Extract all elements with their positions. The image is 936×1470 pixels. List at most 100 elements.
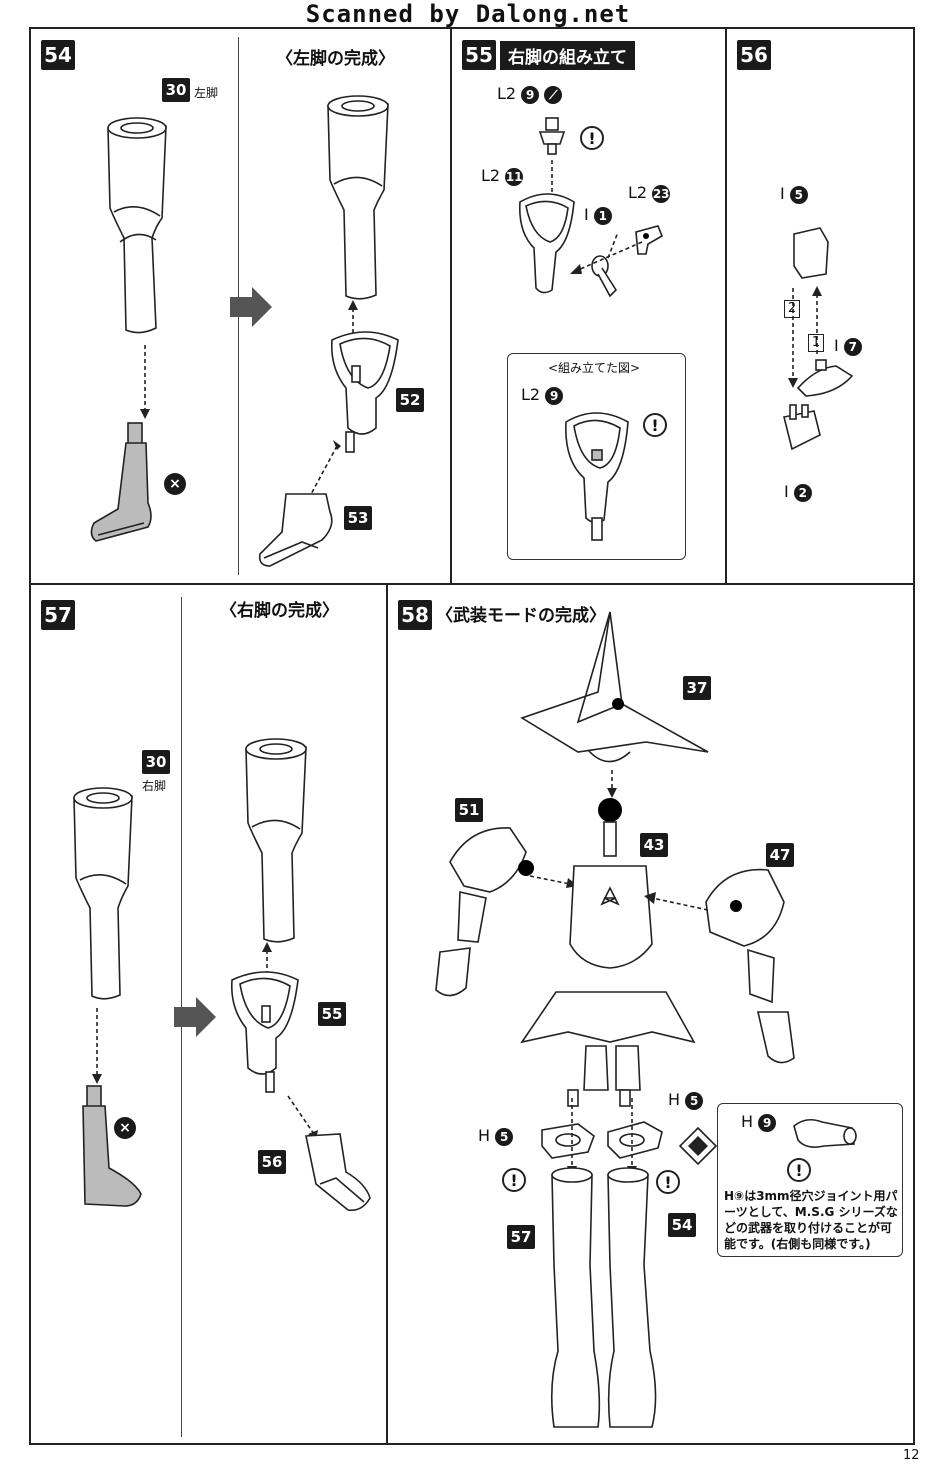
part-30-right: 30 [142, 750, 170, 774]
caution-icon-58-b: ! [656, 1170, 680, 1194]
next-arrow-57 [174, 997, 216, 1037]
step-57-title: 〈右脚の完成〉 [220, 601, 339, 621]
caution-icon-55-a: ! [580, 126, 604, 150]
step-54-title: 〈左脚の完成〉 [276, 49, 395, 69]
part-47: 47 [766, 843, 794, 867]
arm-47-art [705, 868, 795, 1064]
arm-51-art [435, 827, 534, 997]
torso-43-art [520, 798, 696, 1107]
circle-5-left: 5 [495, 1127, 514, 1146]
right-leg-label: 右脚 [142, 779, 167, 793]
assembled-view-box [507, 353, 686, 560]
caution-icon-55-b: ! [643, 413, 667, 437]
label-h-5-right: H 5 [668, 1090, 704, 1110]
step-number-54: 54 [41, 40, 75, 70]
circle-2: 2 [793, 483, 812, 502]
arrow-left-55 [570, 241, 643, 274]
label-i-1: I 1 [584, 205, 612, 225]
right-shin-55-art [230, 971, 299, 1093]
label-h-5-left: H 5 [478, 1126, 514, 1146]
part-i-7-art [796, 359, 854, 397]
left-shin-52-art [330, 331, 399, 453]
label-h-9: H 9 [741, 1112, 777, 1132]
swap-diamond-icon [678, 1126, 718, 1166]
part-52: 52 [396, 388, 424, 412]
order-box-1: 1 [808, 334, 824, 352]
arrow-up-57-a [262, 942, 272, 982]
left-foot-53-art [258, 493, 333, 567]
arrow-up-54-a [348, 300, 358, 340]
step-55-title: 右脚の組み立て [500, 41, 635, 70]
part-i-2-art [783, 404, 821, 451]
step-number-58: 58 [398, 600, 432, 630]
caution-icon-58-c: ! [787, 1158, 811, 1182]
circle-9: 9 [521, 85, 540, 104]
step-58-title: 〈武装モードの完成〉 [436, 606, 606, 626]
arrow-left-58-arm [644, 892, 709, 911]
part-53: 53 [344, 506, 372, 530]
left-thigh-complete-art [327, 95, 389, 300]
caution-icon-58-a: ! [502, 1168, 526, 1192]
part-i-5-art [793, 227, 829, 279]
part-55: 55 [318, 1002, 346, 1026]
left-thigh-art [107, 117, 167, 334]
circle-9-assembled: 9 [545, 386, 564, 405]
circle-7: 7 [843, 337, 862, 356]
right-foot-shaded-art [82, 1085, 142, 1207]
label-l2-23: L2 23 [628, 183, 671, 203]
divider-55-56 [725, 27, 727, 584]
step-number-57: 57 [41, 600, 75, 630]
arrow-down-58-head [607, 770, 617, 798]
step-number-56: 56 [737, 40, 771, 70]
part-43: 43 [640, 833, 668, 857]
divider-54-55 [450, 27, 452, 584]
circle-23: 23 [652, 184, 671, 203]
right-thigh-art [73, 787, 133, 1000]
label-l2-11: L2 11 [481, 166, 524, 186]
circle-5-right: 5 [685, 1091, 704, 1110]
note-box [717, 1103, 903, 1257]
circle-11: 11 [505, 167, 524, 186]
part-30-left: 30 [162, 78, 190, 102]
arrow-up-54-b [308, 440, 341, 499]
note-text: H⑨は3mm径穴ジョイント用パーツとして、M.S.G シリーズなどの武器を取り付… [724, 1189, 898, 1251]
right-foot-56-art [305, 1133, 371, 1212]
arrow-down-56 [788, 288, 798, 388]
label-l2-9: L2 9 ⟋ [497, 84, 563, 104]
part-57: 57 [507, 1225, 535, 1249]
joint-l2-9-art [538, 117, 566, 155]
divider-57-58 [386, 583, 388, 1445]
label-assembled-l2-9: L2 9 [521, 385, 564, 405]
right-shin-art [518, 193, 575, 294]
joint-h-5-left-art [541, 1123, 595, 1159]
assembled-shin-art [565, 412, 629, 541]
label-i-7: I 7 [834, 336, 862, 356]
not-used-mark-54: × [164, 473, 186, 495]
legs-57-54-art [550, 1167, 657, 1428]
next-arrow-54 [230, 287, 272, 327]
nipper-icon: ⟋ [544, 85, 563, 104]
joint-i-1-art [591, 231, 619, 298]
part-51: 51 [455, 798, 483, 822]
page-frame [29, 27, 915, 1445]
hat-37-art [520, 611, 709, 763]
label-i-5: I 5 [780, 184, 808, 204]
step-number-55: 55 [462, 40, 496, 70]
circle-9-h: 9 [758, 1113, 777, 1132]
part-37: 37 [683, 676, 711, 700]
left-leg-label: 左脚 [194, 86, 219, 100]
assembled-view-title: <組み立てた図> [548, 361, 641, 375]
not-used-mark-57: × [114, 1117, 136, 1139]
joint-h-9-art [793, 1118, 857, 1148]
part-56: 56 [258, 1150, 286, 1174]
label-i-2: I 2 [784, 482, 812, 502]
order-box-2: 2 [784, 300, 800, 318]
arrow-up-56 [812, 286, 822, 356]
left-foot-shaded-art [90, 422, 152, 542]
row-divider [29, 583, 915, 585]
page-number: 12 [903, 1448, 920, 1463]
circle-1: 1 [593, 206, 612, 225]
watermark: Scanned by Dalong.net [305, 0, 631, 28]
circle-5: 5 [789, 185, 808, 204]
joint-l2-23-art [635, 225, 664, 255]
